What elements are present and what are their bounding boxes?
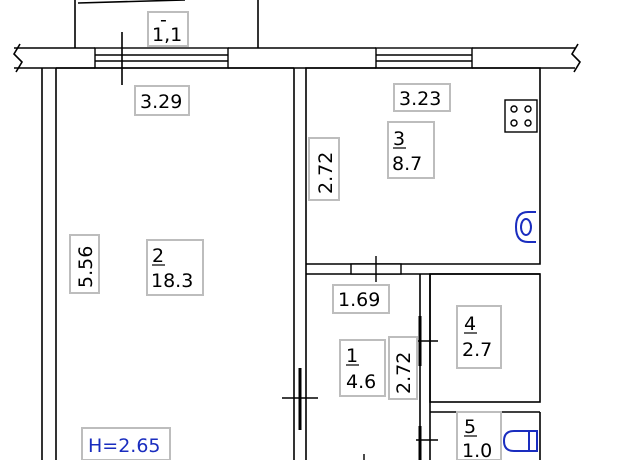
room-5-area: 1.0	[462, 440, 492, 460]
dim-kitchen-width: 3.23	[393, 83, 451, 112]
svg-text:1.69: 1.69	[338, 289, 380, 311]
dim-hall-length: 2.72	[388, 336, 418, 400]
dim-room2-width: 3.29	[134, 85, 190, 116]
room-5-label: 5 1.0	[456, 411, 502, 460]
window-kitchen	[375, 47, 473, 69]
room-4-number: 4	[464, 313, 476, 335]
room-4-label: 4 2.7	[456, 305, 502, 369]
ceiling-height-box	[81, 427, 171, 460]
exterior-wall-left	[41, 68, 57, 460]
partition-room2	[56, 67, 295, 460]
room-2-number: 2	[152, 245, 164, 267]
svg-text:5.56: 5.56	[75, 246, 97, 288]
room-2-area: 18.3	[151, 270, 193, 292]
balcony-number: -	[160, 9, 167, 31]
room-1-number: 1	[346, 345, 358, 367]
door-room-5	[416, 426, 438, 460]
balcony-label-box	[147, 11, 189, 47]
svg-text:3.29: 3.29	[140, 91, 182, 113]
room-3-label: 3 8.7	[387, 121, 435, 179]
door-room-4	[416, 316, 438, 366]
svg-text:3.23: 3.23	[399, 88, 441, 110]
room-5-number: 5	[464, 416, 476, 438]
balcony	[74, 0, 259, 48]
dim-room2-length: 5.56	[69, 234, 100, 294]
room-1-area: 4.6	[346, 371, 376, 393]
stove-icon	[504, 99, 538, 133]
dim-kitchen-depth: 2.72	[308, 137, 340, 201]
svg-text:2.72: 2.72	[315, 152, 337, 194]
door-room-2	[282, 368, 318, 430]
svg-text:2.72: 2.72	[393, 352, 415, 394]
dim-hall-width: 1.69	[332, 284, 390, 314]
room-3-area: 8.7	[392, 153, 422, 175]
room-2-label: 2 18.3	[146, 239, 204, 296]
ceiling-height: H=2.65	[88, 435, 161, 457]
toilet-icon	[502, 430, 538, 452]
kitchen-door	[350, 256, 402, 282]
room-3-number: 3	[393, 128, 405, 150]
room-1-label: 1 4.6	[339, 339, 386, 397]
window-room-2	[94, 47, 229, 69]
sink-icon	[514, 211, 536, 243]
room-4-area: 2.7	[462, 339, 492, 361]
balcony-area: 1,1	[152, 24, 182, 46]
